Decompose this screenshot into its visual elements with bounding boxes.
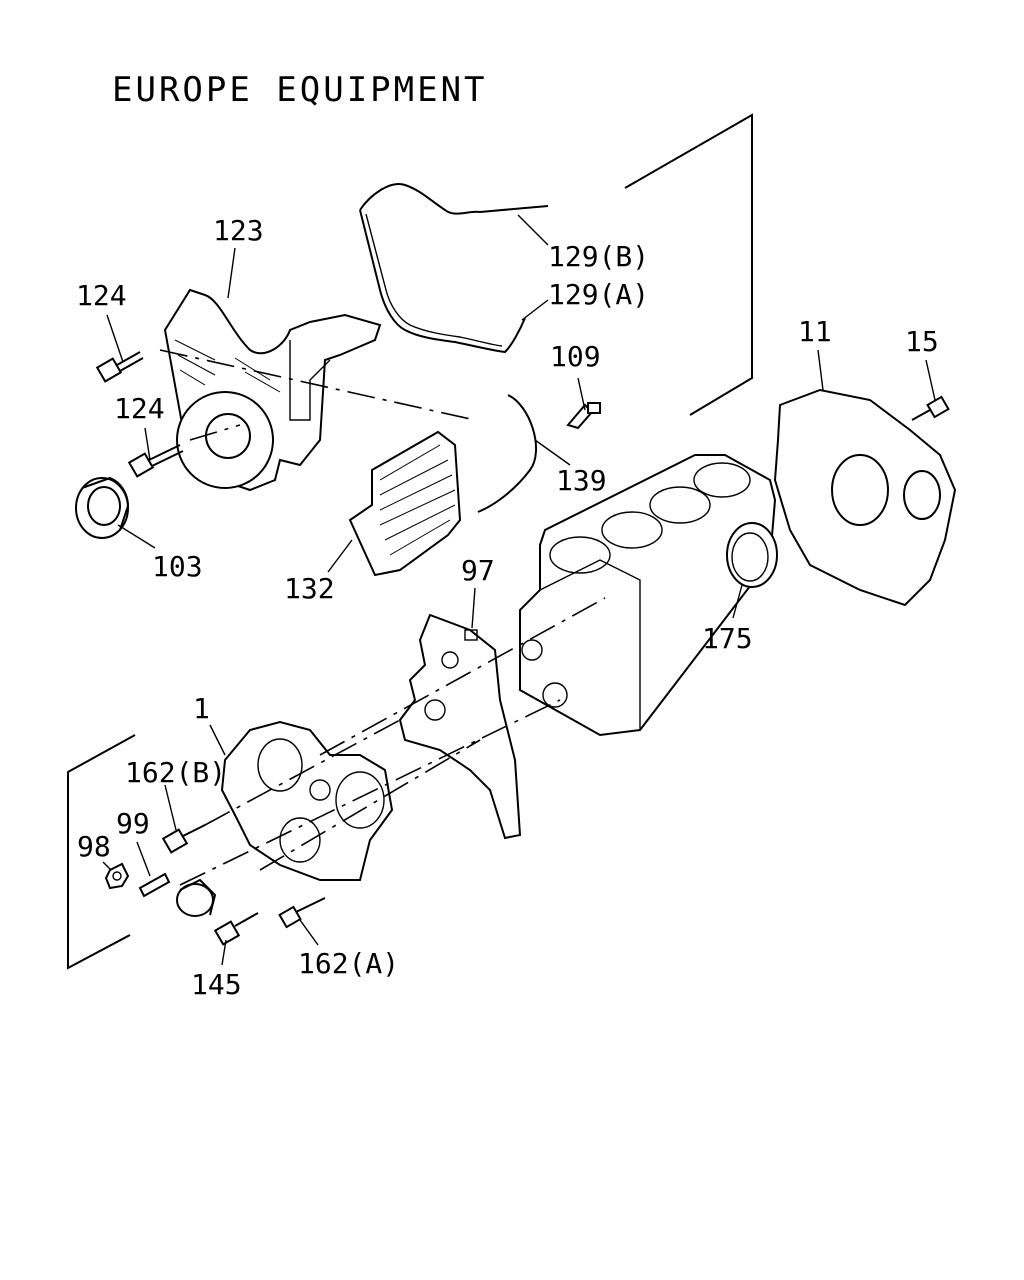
assembly-bracket-lower xyxy=(67,734,136,970)
part-139-seal-strip xyxy=(477,394,538,513)
label-99: 99 xyxy=(116,807,150,840)
label-15: 15 xyxy=(905,325,939,358)
label-139: 139 xyxy=(556,464,607,497)
part-97-gasket xyxy=(398,613,522,840)
part-99-stud xyxy=(138,872,171,898)
assembly-bracket-upper xyxy=(624,113,753,416)
label-132: 132 xyxy=(284,572,335,605)
label-98: 98 xyxy=(77,830,111,863)
part-1-front-cover xyxy=(220,720,394,881)
part-162a-bolt xyxy=(278,897,326,929)
label-109: 109 xyxy=(550,340,601,373)
alignment-lines xyxy=(159,349,606,886)
label-129b: 129(B) xyxy=(548,240,649,273)
part-145-bolt xyxy=(213,912,259,946)
part-98-nut xyxy=(104,862,130,890)
part-11-plate xyxy=(773,388,957,607)
label-97: 97 xyxy=(461,554,495,587)
part-15-bolt xyxy=(911,395,950,421)
label-1: 1 xyxy=(193,692,210,725)
part-132-plate xyxy=(348,430,462,577)
part-124-bolt-upper xyxy=(95,351,144,383)
label-11: 11 xyxy=(798,315,832,348)
part-162b-bolt xyxy=(161,824,206,854)
part-109-fitting xyxy=(566,402,601,430)
label-175: 175 xyxy=(702,622,753,655)
part-labels: 123 124 124 103 129(B) 129(A) 109 139 13… xyxy=(76,214,939,1001)
label-124-upper: 124 xyxy=(76,279,127,312)
part-tensioner xyxy=(176,878,217,917)
label-162a: 162(A) xyxy=(298,947,399,980)
part-129-gasket xyxy=(359,183,549,354)
label-129a: 129(A) xyxy=(548,278,649,311)
part-103-seal xyxy=(75,476,130,539)
part-123-cover xyxy=(163,288,382,492)
label-103: 103 xyxy=(152,550,203,583)
label-123: 123 xyxy=(213,214,264,247)
diagram-title: EUROPE EQUIPMENT xyxy=(112,70,488,110)
part-124-bolt-lower xyxy=(127,444,184,478)
label-124-lower: 124 xyxy=(114,392,165,425)
leader-lines xyxy=(102,214,936,966)
engine-block xyxy=(519,454,777,737)
part-175-seal xyxy=(726,522,778,588)
label-145: 145 xyxy=(191,968,242,1001)
label-162b: 162(B) xyxy=(125,756,226,789)
